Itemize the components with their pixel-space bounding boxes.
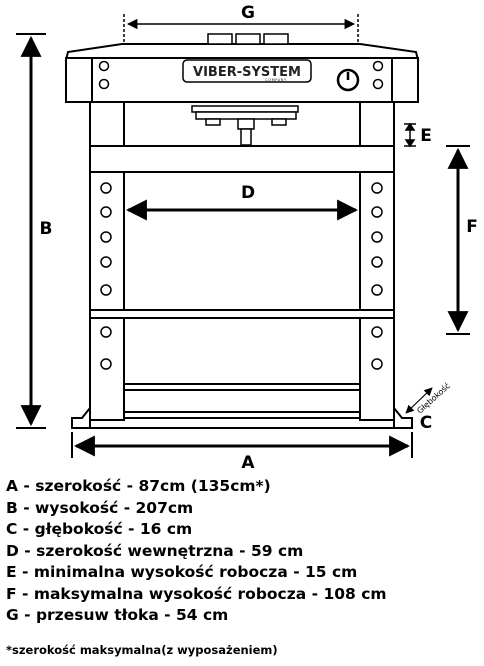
depth-label: Głębokość: [415, 380, 452, 415]
legend-item-g: G - przesuw tłoka - 54 cm: [6, 606, 229, 624]
cylinder-block: [191, 105, 299, 146]
legend-item-f: F - maksymalna wysokość robocza - 108 cm: [6, 584, 387, 603]
label-c: C: [420, 413, 432, 433]
dimension-b: [16, 33, 46, 429]
legend-item-d: D - szerokość wewnętrzna - 59 cm: [6, 541, 304, 560]
footnote: *szerokość maksymalna(z wyposażeniem): [6, 643, 278, 657]
dimension-f: [446, 145, 470, 335]
brand-sub: COMPANY: [265, 78, 287, 82]
head-holes: [98, 60, 384, 90]
label-e: E: [420, 126, 432, 146]
dimension-g: [123, 14, 359, 44]
label-a: A: [241, 453, 255, 470]
label-f: F: [466, 217, 478, 237]
legend-item-b: B - wysokość - 207cm: [6, 498, 194, 517]
legend-item-e: E - minimalna wysokość robocza - 15 cm: [6, 563, 358, 581]
legend-item-a: A - szerokość - 87cm (135cm*): [6, 477, 271, 495]
dimensions-legend: A - szerokość - 87cm (135cm*) B - wysoko…: [6, 476, 482, 627]
label-d: D: [241, 183, 255, 203]
label-b: B: [40, 219, 53, 239]
label-g: G: [241, 3, 255, 23]
press-diagram: VIBER-SYSTEM COMPANY: [16, 3, 478, 470]
frame-holes: [100, 182, 383, 370]
cross-beams: [89, 145, 395, 419]
brand-name: VIBER-SYSTEM: [193, 65, 301, 80]
dimension-c: [405, 387, 433, 414]
pressure-gauge-icon: [336, 68, 360, 92]
dimension-a: [71, 432, 413, 458]
dimension-e: [404, 122, 416, 148]
brand-logo: VIBER-SYSTEM COMPANY: [182, 59, 312, 83]
legend-item-c: C - głębokość - 16 cm: [6, 520, 193, 538]
press-feet: [71, 405, 413, 429]
cylinder-caps: [207, 33, 289, 45]
